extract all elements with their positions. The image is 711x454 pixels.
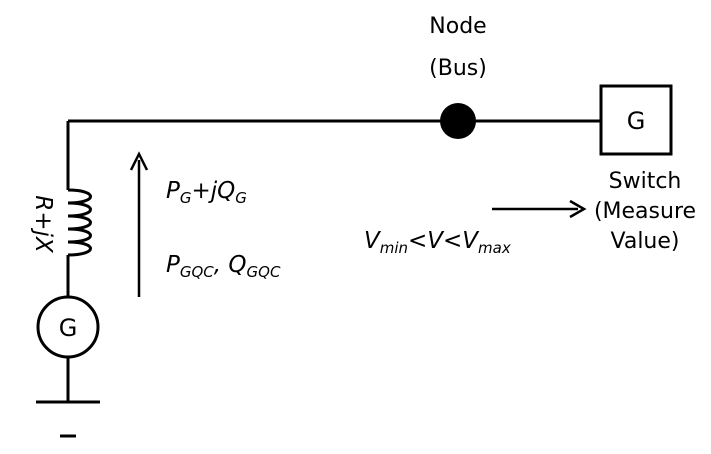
switch-value-label: Value) (611, 229, 680, 254)
impedance-label: R+jX (30, 195, 56, 254)
node-bus-dot (440, 103, 476, 139)
inductor-coil (67, 188, 92, 257)
node-sublabel: (Bus) (429, 56, 487, 81)
power-flow-arrow-head (129, 151, 149, 171)
node-label: Node (429, 14, 486, 39)
power-label-pq: PG+jQG (166, 178, 247, 207)
switch-box (599, 84, 673, 156)
voltage-constraint-label: Vmin<V<Vmax (364, 228, 511, 257)
switch-measure-label: (Measure (594, 199, 696, 224)
switch-label: Switch (609, 169, 682, 194)
power-label-gqc: PGQC, QGQC (166, 252, 281, 281)
measure-arrow-head (569, 199, 587, 219)
svg-text:R+jX: R+jX (30, 195, 56, 254)
switch-g-label: G (627, 107, 646, 135)
generator-g-label: G (59, 314, 78, 342)
